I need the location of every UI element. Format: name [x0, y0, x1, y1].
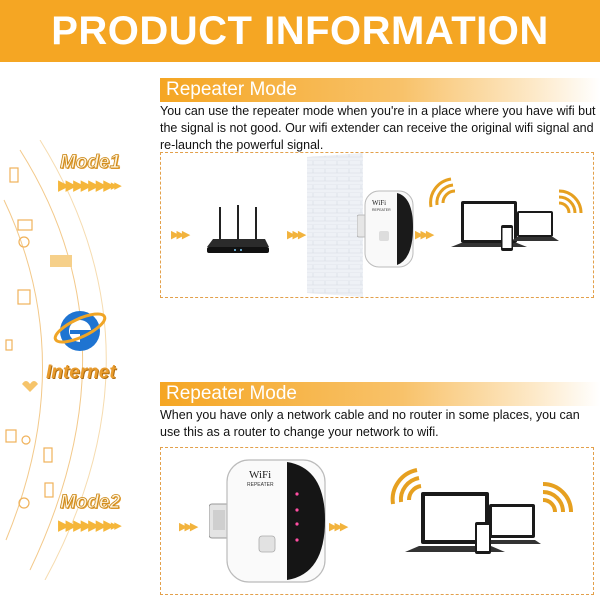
section1-heading: Repeater Mode [160, 78, 600, 102]
laptop-phone-group [390, 468, 573, 554]
device-icon [22, 381, 38, 392]
internet-explorer-icon [53, 311, 107, 351]
device-icon [17, 289, 31, 305]
device-icon [50, 255, 72, 267]
repeater-device-icon: WiFi REPEATER [209, 459, 326, 583]
device-model-text: REPEATER [247, 482, 274, 488]
laptop-phone-group [429, 177, 583, 251]
device-brand-text: WiFi [372, 199, 386, 207]
repeater-device-icon: WiFi REPEATER [357, 190, 414, 268]
left-decoration [3, 140, 107, 580]
diagram-box-1: ▶▶▶ ▶▶▶ WiFi REPEATER ▶▶▶ [160, 152, 594, 298]
device-icon [21, 435, 31, 445]
flow-arrows: ▶▶▶ [415, 228, 434, 241]
wifi-signal-icon [390, 468, 422, 505]
section2-description: When you have only a network cable and n… [160, 408, 580, 439]
device-brand-text: WiFi [249, 469, 271, 481]
device-icon [18, 236, 30, 248]
mode2-arrows: ▶▶▶▶▶▶▶▸▸ [58, 516, 122, 534]
orbit-line [3, 199, 43, 541]
flow-arrows: ▶▶▶ [179, 520, 198, 533]
header-banner: PRODUCT INFORMATION [0, 0, 600, 62]
device-icon [5, 429, 17, 443]
section2-heading: Repeater Mode [160, 382, 600, 406]
diagram-box-2: ▶▶▶ WiFi REPEATER ▶▶▶ [160, 447, 594, 595]
device-model-text: REPEATER [372, 208, 391, 212]
wifi-signal-icon [558, 189, 583, 214]
mode1-label: Mode1 [60, 152, 121, 174]
wifi-signal-icon [429, 177, 456, 208]
device-icon [9, 167, 19, 183]
mode2-label: Mode2 [60, 492, 121, 514]
mode1-arrows: ▶▶▶▶▶▶▶▸▸ [58, 176, 122, 194]
device-icon [18, 497, 30, 509]
section1-title: Repeater Mode [166, 79, 297, 100]
page-title: PRODUCT INFORMATION [51, 8, 549, 53]
device-icon [43, 447, 53, 463]
wifi-signal-icon [542, 482, 573, 513]
internet-label: Internet [46, 362, 116, 383]
device-icon [17, 219, 33, 231]
section1-description: You can use the repeater mode when you'r… [160, 104, 596, 152]
flow-arrows: ▶▶▶ [329, 520, 348, 533]
orbit-line [39, 140, 107, 580]
wifi-wall-icon [307, 153, 363, 297]
flow-arrows: ▶▶▶ [287, 228, 306, 241]
router-icon [207, 205, 269, 253]
device-icon [44, 482, 54, 498]
flow-arrows: ▶▶▶ [171, 228, 190, 241]
device-icon [5, 339, 13, 351]
section2-title: Repeater Mode [166, 383, 297, 404]
